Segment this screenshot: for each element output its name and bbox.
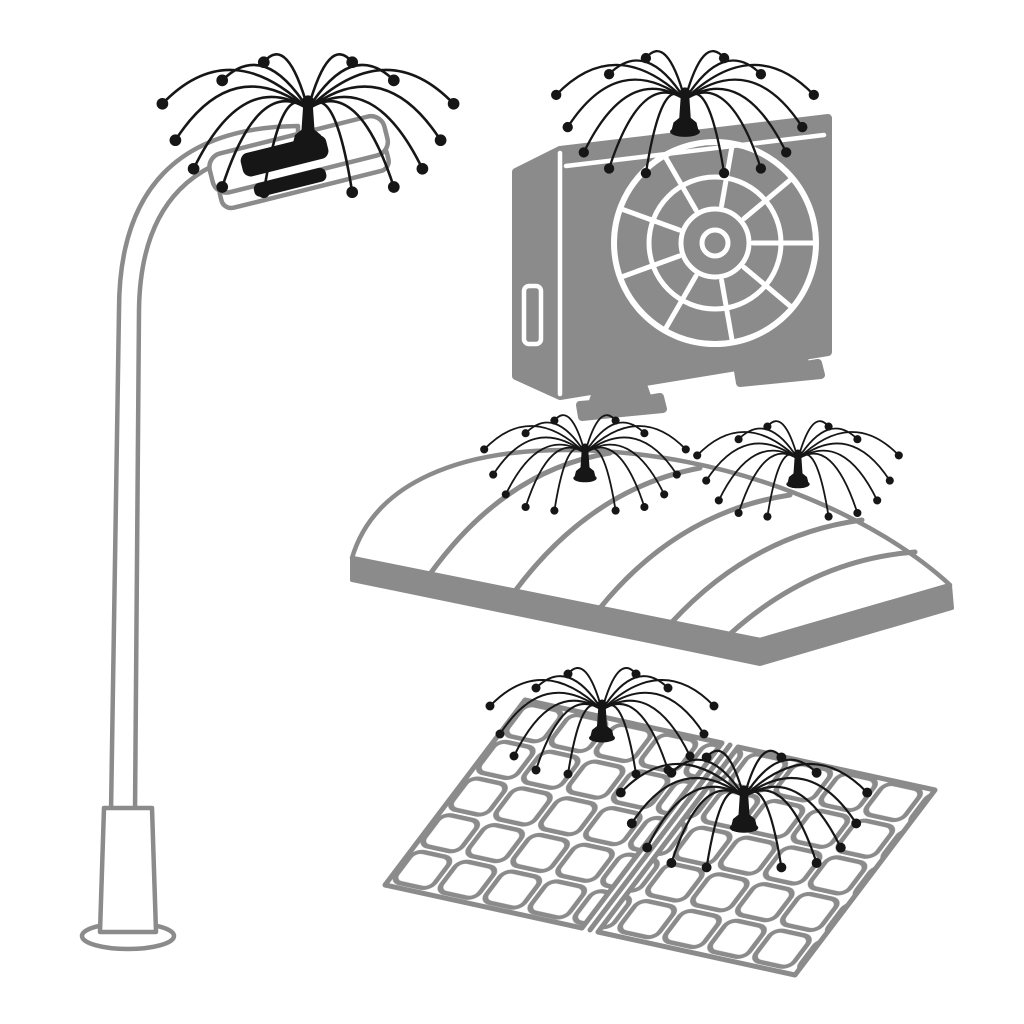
fan-spoke bbox=[617, 206, 682, 233]
lamp-pole bbox=[108, 123, 301, 815]
ac-fan-grille bbox=[611, 139, 819, 347]
fan-hub bbox=[699, 227, 731, 259]
skylight-rib bbox=[597, 492, 793, 611]
lamp-pole-sleeve bbox=[97, 805, 159, 935]
skylight-rib bbox=[669, 517, 865, 625]
skylight-scene bbox=[349, 414, 954, 666]
ac-unit-scene bbox=[512, 49, 832, 421]
ac-louver-detail bbox=[521, 283, 544, 347]
lamp-lens-slot bbox=[253, 167, 327, 197]
fan-spoke bbox=[662, 273, 699, 333]
fan-spoke bbox=[719, 277, 735, 345]
lamp-post-scene bbox=[79, 53, 461, 952]
fan-inner-ring bbox=[678, 206, 752, 280]
fan-spoke bbox=[741, 264, 795, 311]
skylight-base-frame bbox=[350, 556, 954, 666]
solar-panel-divider bbox=[587, 742, 733, 933]
solar-panel-left bbox=[382, 697, 725, 931]
fan-spoke bbox=[741, 175, 795, 222]
fan-spokes bbox=[617, 141, 819, 345]
solar-panel-scene bbox=[382, 666, 938, 978]
solar-panel-right bbox=[595, 744, 938, 978]
skylight-rib bbox=[727, 549, 918, 637]
fan-spoke bbox=[662, 153, 699, 213]
fan-spoke bbox=[617, 253, 682, 280]
